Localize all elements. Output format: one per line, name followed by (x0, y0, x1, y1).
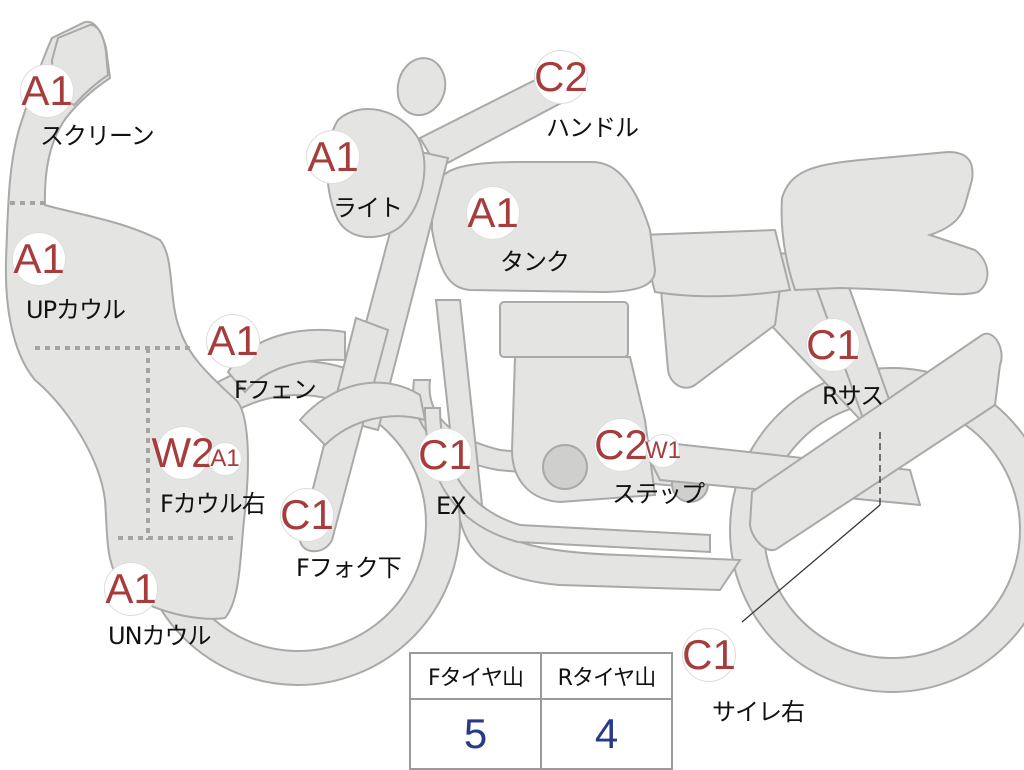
rear-tire-header: Rタイヤ山 (540, 652, 673, 700)
silencer (748, 332, 1003, 551)
up-cowl-label: UPカウル (26, 296, 126, 324)
rear-seat (638, 228, 792, 298)
f-fender-label: Fフェン (234, 376, 317, 404)
f-fender-grade-badge: A1 (206, 314, 260, 368)
un-cowl-grade-badge: A1 (104, 562, 158, 616)
seat (780, 150, 989, 296)
tire-tread-table: Fタイヤ山 Rタイヤ山 5 4 (409, 652, 673, 770)
light-grade-badge: A1 (306, 130, 360, 184)
step-grade2-badge: W1 (645, 434, 681, 468)
f-fork-lower-grade-badge: C1 (280, 488, 334, 542)
un-cowl-label: UNカウル (108, 622, 212, 650)
screen-label: スクリーン (40, 122, 155, 150)
front-tire-value: 5 (409, 698, 542, 770)
silencer-right-label: サイレ右 (712, 698, 805, 726)
screen-grade-badge: A1 (20, 64, 74, 118)
r-suspension-grade-badge: C1 (806, 318, 860, 372)
mirror (396, 57, 447, 117)
exhaust-label: EX (436, 492, 467, 520)
front-tire-header: Fタイヤ山 (409, 652, 542, 700)
tank-label: タンク (500, 248, 570, 276)
f-cowl-right-grade2-badge: A1 (208, 442, 242, 476)
light-label: ライト (333, 194, 403, 222)
f-cowl-right-grade-badge: W2 (152, 426, 215, 480)
handle-grade-badge: C2 (534, 50, 588, 104)
tank-grade-badge: A1 (466, 186, 520, 240)
f-fork-lower-label: Fフォク下 (296, 554, 402, 582)
engine-top (499, 301, 629, 358)
up-cowl-grade-badge: A1 (12, 232, 66, 286)
side-cover (658, 276, 782, 389)
handle-label: ハンドル (546, 114, 639, 142)
step-grade-badge: C2 (594, 418, 648, 472)
step-label: ステップ (612, 480, 705, 508)
f-cowl-right-label: Fカウル右 (160, 490, 266, 518)
silencer-right-grade-badge: C1 (682, 628, 736, 682)
rear-tire-value: 4 (540, 698, 673, 770)
r-suspension-label: Rサス (822, 382, 884, 410)
exhaust-grade-badge: C1 (418, 428, 472, 482)
silencer-leader-line (741, 504, 881, 623)
